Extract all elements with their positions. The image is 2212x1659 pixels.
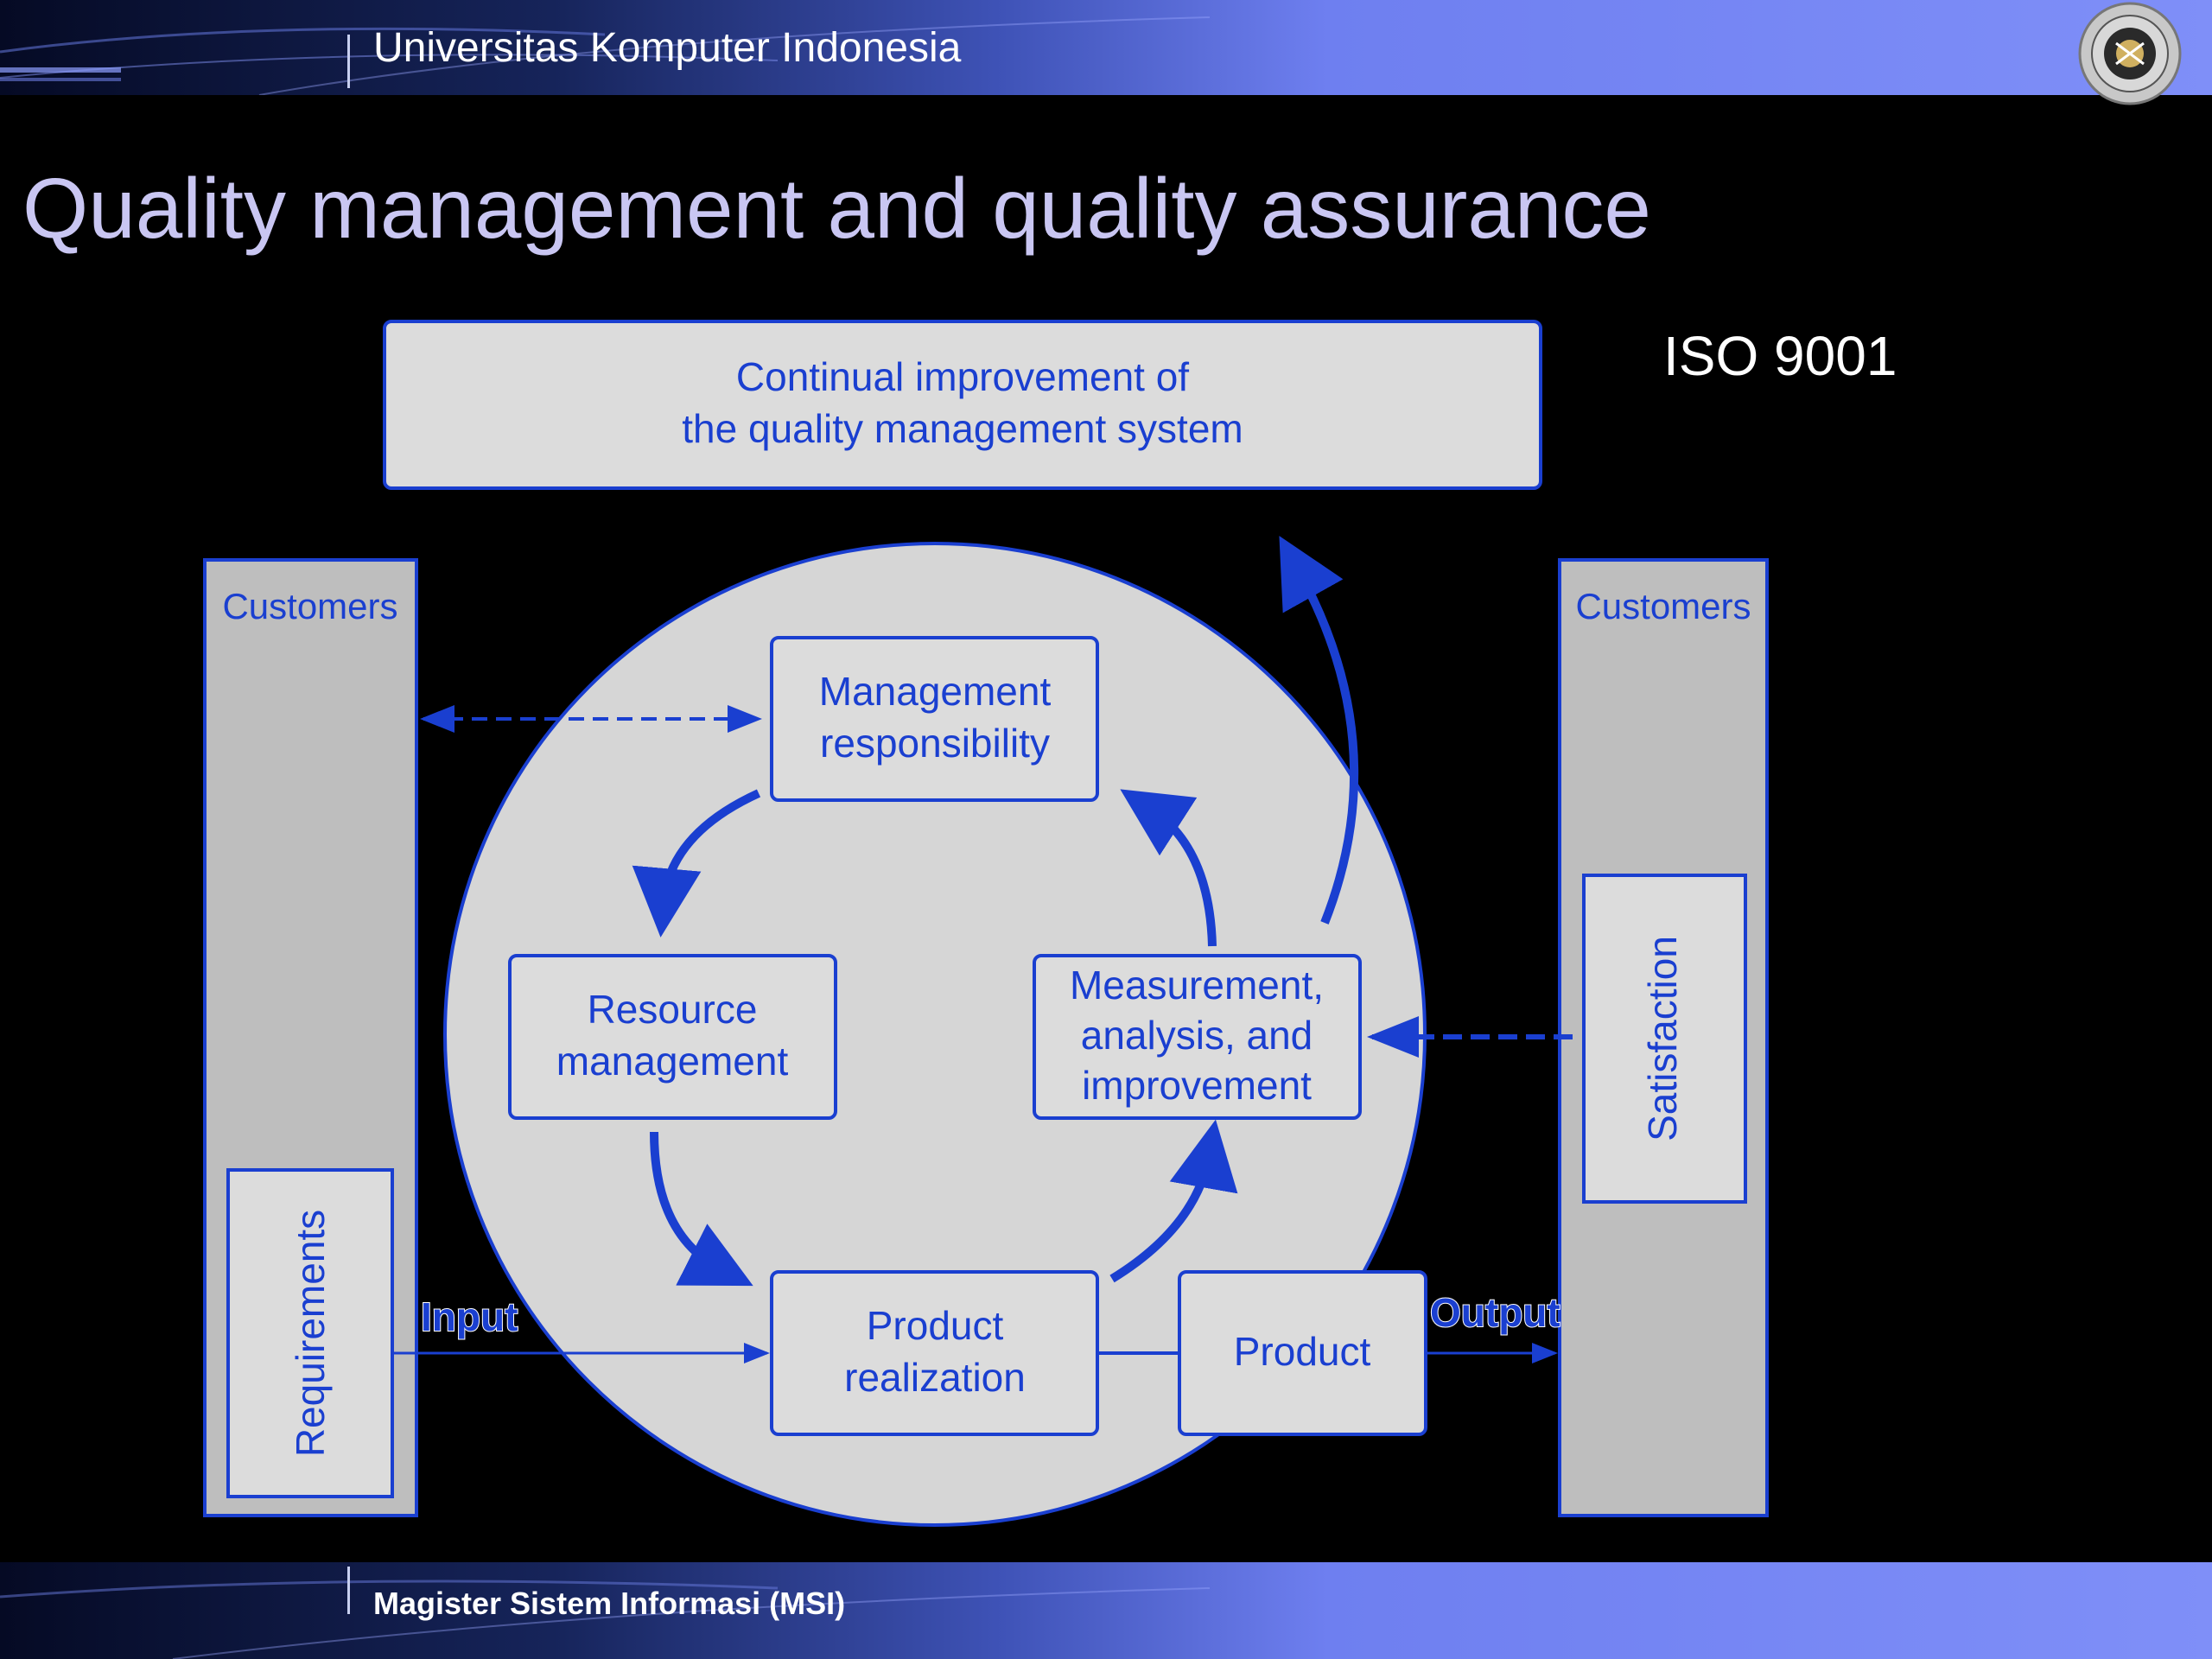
customers-requirements-panel: Customers Requirements [203,558,418,1517]
measurement-line3: improvement [1082,1063,1312,1108]
organization-name: Universitas Komputer Indonesia [373,25,962,71]
resource-line1: Resource [588,987,758,1032]
output-label: Output [1430,1290,1560,1335]
continual-improvement-line2: the quality management system [682,406,1243,451]
university-seal-icon [2078,2,2182,105]
resource-management-node: Resource management [508,954,837,1120]
product-label: Product [1234,1329,1371,1374]
iso-standard-label: ISO 9001 [1663,325,1897,387]
footer-bar [0,1562,2212,1659]
management-line1: Management [819,669,1052,714]
measurement-to-management-arrow [1120,789,1217,947]
input-label: Input [421,1294,518,1339]
continual-improvement-box: Continual improvement of the quality man… [383,320,1542,490]
header-decoration [0,16,1211,95]
requirements-label: Requirements [288,1210,333,1457]
product-realization-node: Product realization [770,1270,1099,1436]
continual-improvement-arrow [1279,536,1359,925]
continual-improvement-line1: Continual improvement of [736,354,1189,399]
satisfaction-label: Satisfaction [1640,936,1685,1141]
customers-satisfaction-panel: Customers Satisfaction [1558,558,1769,1517]
footer-decoration [0,1580,1211,1659]
right-customers-label: Customers [1575,586,1751,626]
footer-divider [347,1567,350,1614]
left-customers-label: Customers [222,586,397,626]
product-node: Product [1178,1270,1427,1436]
page-title: Quality management and quality assurance [22,161,1651,256]
header-divider [347,35,350,88]
measurement-analysis-node: Measurement, analysis, and improvement [1033,954,1362,1120]
realization-line1: Product [867,1303,1004,1348]
program-name: Magister Sistem Informasi (MSI) [373,1586,846,1621]
realization-to-measurement-arrow [1109,1119,1238,1283]
management-line2: responsibility [820,721,1050,766]
resource-line2: management [556,1039,789,1084]
realization-line2: realization [844,1355,1026,1400]
resource-to-realization-arrow [650,1131,753,1287]
measurement-line1: Measurement, [1070,963,1324,1007]
management-responsibility-node: Management responsibility [770,636,1099,802]
header-bar [0,0,2212,95]
measurement-line2: analysis, and [1081,1013,1313,1058]
management-to-resource-arrow [632,789,761,938]
